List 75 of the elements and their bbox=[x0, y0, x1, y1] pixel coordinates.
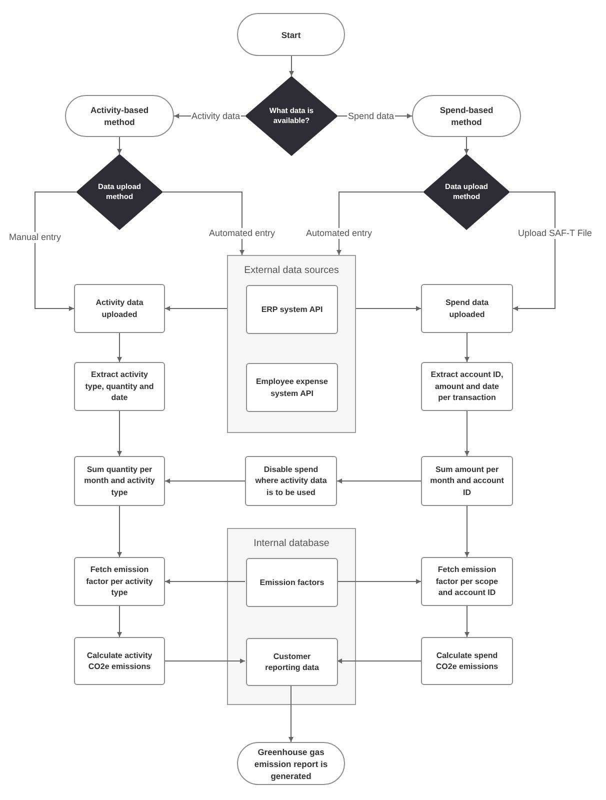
arrow bbox=[356, 306, 422, 311]
arrow bbox=[464, 506, 470, 558]
terminal-pill bbox=[237, 742, 345, 785]
arrow bbox=[117, 332, 122, 362]
arrow bbox=[164, 478, 246, 484]
node-label: Emission factors bbox=[258, 576, 326, 588]
node-label: Calculate spend CO2e emissions bbox=[434, 650, 500, 672]
node-label: Fetch emission factor per scope and account ID bbox=[434, 564, 500, 599]
arrow bbox=[510, 192, 556, 311]
edge-label: Activity data bbox=[190, 110, 242, 122]
arrow bbox=[464, 332, 470, 362]
arrow bbox=[336, 192, 424, 256]
process-box bbox=[74, 362, 165, 411]
arrow bbox=[117, 606, 122, 638]
group-title: Internal database bbox=[254, 538, 330, 549]
process-box bbox=[245, 456, 337, 506]
node-label: Start bbox=[280, 28, 302, 40]
node-label: Activity-based method bbox=[89, 104, 150, 128]
decision-diamond bbox=[245, 76, 338, 156]
arrow bbox=[164, 579, 246, 584]
edge-label: Manual entry bbox=[8, 232, 62, 242]
arrow bbox=[288, 684, 294, 742]
terminal-pill bbox=[65, 95, 174, 137]
arrow bbox=[117, 506, 122, 558]
process-box bbox=[74, 557, 165, 606]
terminal-pill bbox=[237, 13, 345, 56]
terminal-pill bbox=[412, 95, 521, 137]
process-box bbox=[74, 456, 165, 506]
node-label: Sum quantity per month and activity type bbox=[83, 464, 156, 498]
node-label: Extract account ID, amount and date per transaction bbox=[430, 369, 504, 404]
process-box bbox=[246, 285, 338, 334]
process-box bbox=[74, 284, 165, 333]
arrow bbox=[117, 410, 122, 456]
arrow bbox=[464, 606, 470, 638]
process-box bbox=[74, 637, 165, 685]
decision-diamond bbox=[423, 154, 510, 230]
node-label: Sum amount per month and account ID bbox=[429, 464, 505, 498]
group-panel bbox=[227, 255, 356, 433]
node-label: Greenhouse gas emission report is generated bbox=[253, 746, 329, 782]
group-title: External data sources bbox=[244, 265, 339, 276]
arrow bbox=[117, 136, 122, 154]
node-label: Employee expense system API bbox=[254, 376, 330, 399]
node-label: Fetch emission factor per activity type bbox=[85, 564, 154, 599]
node-label: Disable spend where activity data is to be used bbox=[254, 464, 328, 498]
process-box bbox=[246, 363, 338, 412]
arrow bbox=[34, 192, 76, 311]
arrow bbox=[336, 478, 422, 484]
process-box bbox=[246, 638, 338, 686]
arrow bbox=[336, 658, 422, 664]
process-box bbox=[421, 284, 513, 333]
node-label: Calculate activity CO2e emissions bbox=[86, 650, 154, 672]
arrow bbox=[464, 410, 470, 456]
group-panel bbox=[227, 528, 356, 705]
arrow bbox=[336, 579, 422, 584]
decision-diamond bbox=[76, 154, 163, 230]
node-label: Spend-based method bbox=[438, 104, 494, 128]
node-label: Activity data uploaded bbox=[94, 297, 144, 320]
node-label: Customer reporting data bbox=[264, 650, 320, 674]
edge-label: Automated entry bbox=[305, 228, 374, 238]
edge-label: Upload SAF-T File bbox=[517, 228, 593, 238]
process-box bbox=[246, 558, 338, 607]
edge-label: Automated entry bbox=[208, 228, 276, 238]
arrow bbox=[162, 192, 244, 256]
node-label: Spend data uploaded bbox=[444, 297, 490, 320]
arrow bbox=[289, 56, 294, 76]
process-box bbox=[421, 362, 513, 411]
edge-label: Spend data bbox=[347, 110, 396, 122]
arrow bbox=[164, 306, 228, 311]
arrow bbox=[164, 658, 246, 664]
node-label: Extract activity type, quantity and date bbox=[84, 369, 155, 404]
process-box bbox=[421, 557, 513, 606]
process-box bbox=[421, 637, 513, 685]
node-label: ERP system API bbox=[260, 304, 324, 316]
process-box bbox=[421, 456, 513, 506]
arrow bbox=[464, 136, 469, 154]
